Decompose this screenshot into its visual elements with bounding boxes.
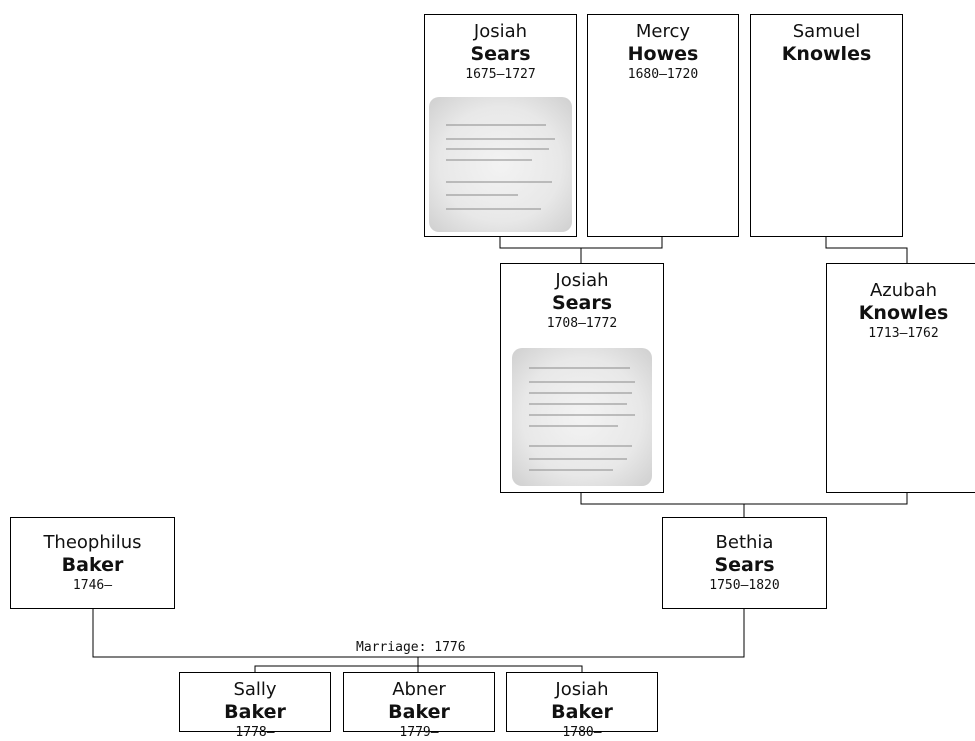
life-dates: 1780– (562, 725, 602, 740)
surname: Sears (714, 554, 775, 576)
given-name: Josiah (555, 270, 609, 291)
surname: Baker (551, 701, 613, 723)
document-thumbnail[interactable] (512, 348, 652, 486)
surname: Knowles (781, 43, 872, 65)
parent-connector-samuel (825, 236, 908, 263)
surname: Sears (551, 292, 613, 314)
surname: Baker (61, 554, 124, 576)
person-card-bethia-sears[interactable]: Bethia Sears 1750–1820 (662, 517, 827, 609)
person-card-josiah-sears-1708[interactable]: Josiah Sears 1708–1772 (500, 263, 664, 493)
given-name: Samuel (792, 21, 861, 42)
life-dates: 1675–1727 (465, 67, 536, 82)
life-dates: 1746– (72, 578, 113, 593)
life-dates: 1778– (235, 725, 275, 740)
given-name: Abner (392, 679, 446, 700)
person-card-samuel-knowles[interactable]: Samuel Knowles (750, 14, 903, 237)
person-card-sally-baker[interactable]: Sally Baker 1778– (179, 672, 331, 740)
given-name: Theophilus (43, 532, 142, 553)
marriage-label: Marriage: 1776 (354, 640, 468, 655)
given-name: Azubah (869, 280, 938, 301)
person-card-azubah-knowles[interactable]: Azubah Knowles 1713–1762 (826, 263, 975, 493)
parents-connector-josiah-azubah (580, 492, 908, 505)
person-card-abner-baker[interactable]: Abner Baker 1779– (343, 672, 495, 740)
surname: Baker (224, 701, 286, 723)
given-name: Sally (233, 679, 277, 700)
life-dates: 1779– (399, 725, 439, 740)
surname: Baker (388, 701, 450, 723)
given-name: Mercy (635, 21, 691, 42)
life-dates: 1750–1820 (709, 578, 780, 593)
parents-connector-josiah-mercy (499, 236, 663, 249)
surname: Howes (627, 43, 699, 65)
life-dates: 1708–1772 (546, 316, 618, 331)
given-name: Josiah (555, 679, 609, 700)
tree-connectors (92, 236, 908, 672)
surname: Knowles (858, 302, 949, 324)
person-card-josiah-sears-1675[interactable]: Josiah Sears 1675–1727 (424, 14, 577, 237)
life-dates: 1713–1762 (868, 326, 939, 341)
person-card-josiah-baker-1780[interactable]: Josiah Baker 1780– (506, 672, 658, 740)
document-thumbnail[interactable] (429, 97, 572, 232)
given-name: Bethia (715, 532, 774, 553)
given-name: Josiah (473, 21, 528, 42)
life-dates: 1680–1720 (627, 67, 699, 82)
surname: Sears (470, 43, 531, 65)
person-card-mercy-howes[interactable]: Mercy Howes 1680–1720 (587, 14, 739, 237)
person-card-theophilus-baker[interactable]: Theophilus Baker 1746– (10, 517, 175, 609)
